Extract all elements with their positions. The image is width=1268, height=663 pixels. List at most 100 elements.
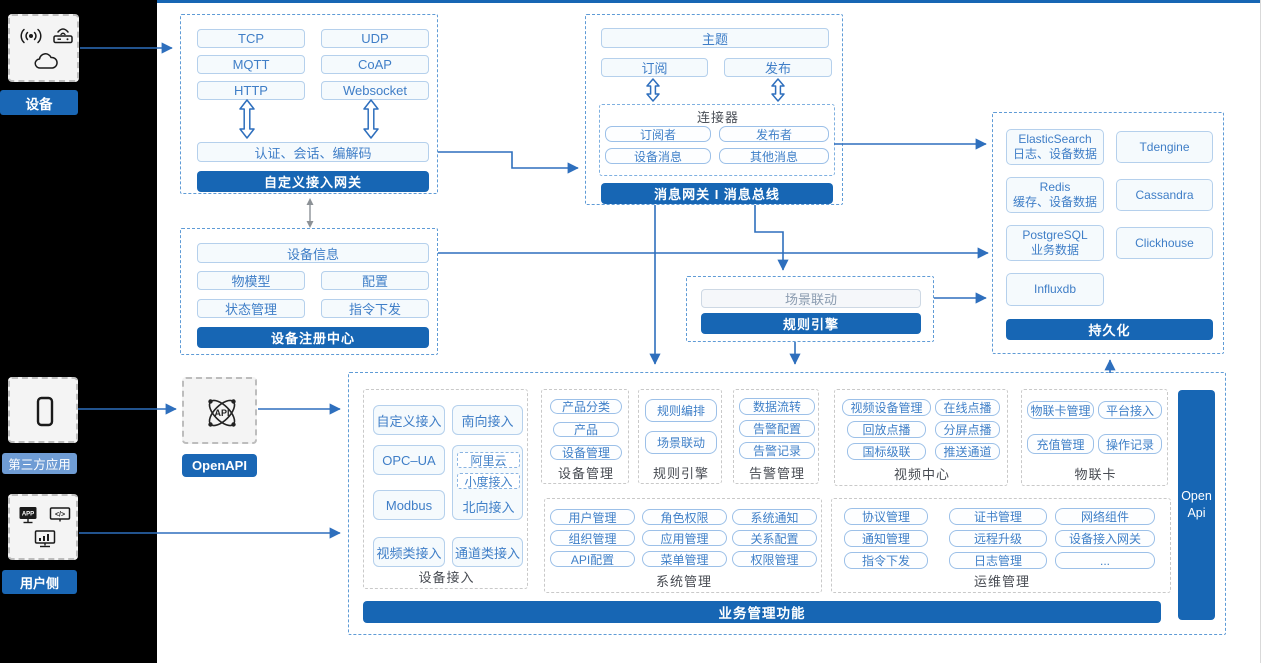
scene-linkage-pill: 场景联动 [701,289,921,308]
right-border-line [1260,0,1261,663]
device-mgmt-section: 产品分类 产品 设备管理 设备管理 [541,389,629,484]
opcua-pill: OPC–UA [373,445,445,475]
aliyun-pill: 阿里云 [457,452,520,468]
device-access-label: 设备接入 [418,569,475,585]
operation-record-pill: 操作记录 [1098,434,1162,454]
scene-linkage2-pill: 场景联动 [645,431,717,454]
app-window-icon: APP [19,507,37,524]
iot-card-mgmt-pill: 物联卡管理 [1027,401,1094,419]
subscribe-pill: 订阅 [601,58,708,77]
device-mgmt-label: 设备管理 [557,465,614,481]
message-bus-box: 主题 订阅 发布 连接器 订阅者 发布者 设备消息 其他消息 消息网关 I 消息… [585,14,843,205]
svg-text:API: API [214,408,229,418]
rule-engine-banner: 规则引擎 [701,313,921,334]
push-channel-pill: 推送通道 [935,443,1000,460]
phone-icon [36,396,54,427]
remote-upgrade-pill: 远程升级 [949,530,1047,547]
product-pill: 产品 [553,422,619,437]
svg-text:APP: APP [22,512,34,518]
video-access-pill: 视频类接入 [373,537,445,567]
third-party-icon-box [8,377,78,443]
network-comp-pill: 网络组件 [1055,508,1155,525]
connector-title: 连接器 [696,109,739,125]
rule-orchestration-pill: 规则编排 [645,399,717,422]
topic-pill: 主题 [601,28,829,48]
persistence-banner: 持久化 [1006,319,1213,340]
protocol-mqtt: MQTT [197,55,305,74]
rule-engine-box: 场景联动 规则引擎 [686,276,934,342]
device-badge: 设备 [0,90,78,115]
protocol-udp: UDP [321,29,429,48]
protocol-http: HTTP [197,81,305,100]
role-perm-pill: 角色权限 [642,509,727,525]
playback-pill: 回放点播 [847,421,926,438]
store-elasticsearch: ElasticSearch 日志、设备数据 [1006,129,1104,165]
publisher-pill: 发布者 [719,126,829,142]
config-pill: 配置 [321,271,429,290]
persistence-box: ElasticSearch 日志、设备数据 Tdengine Redis 缓存、… [992,112,1224,354]
store-name: Redis [1039,180,1071,194]
store-cassandra: Cassandra [1116,179,1213,211]
status-mgmt-pill: 状态管理 [197,299,305,318]
custom-access-pill: 自定义接入 [373,405,445,435]
alarm-record-pill: 告警记录 [739,442,815,459]
third-party-badge: 第三方应用 [2,453,77,474]
southbound-pill: 南向接入 [452,405,523,435]
store-influxdb: Influxdb [1006,273,1104,306]
device-access-section: 自定义接入 南向接入 OPC–UA 阿里云 小度接入 北向接入 Modbus 视… [363,389,528,589]
session-pill: 认证、会话、编解码 [197,142,429,162]
iot-card-section: 物联卡管理 平台接入 充值管理 操作记录 物联卡 [1021,389,1168,486]
store-desc: 业务数据 [1030,243,1079,257]
perm-mgmt-pill: 权限管理 [732,551,817,567]
protocol-coap: CoAP [321,55,429,74]
system-section-label: 系统管理 [655,573,712,589]
store-postgresql: PostgreSQL 业务数据 [1006,225,1104,261]
openapi-badge: OpenAPI [182,454,257,477]
store-name: Cassandra [1135,187,1194,202]
api-config-pill: API配置 [550,551,635,567]
open-api-line1: Open [1181,489,1212,503]
gb-cascade-pill: 国标级联 [847,443,926,460]
log-mgmt-pill: 日志管理 [949,552,1047,569]
code-screen-icon: </> [49,507,71,522]
store-name: Influxdb [1033,282,1077,296]
user-side-icon-box: APP </> [8,494,78,560]
org-mgmt-pill: 组织管理 [550,530,635,546]
recharge-mgmt-pill: 充值管理 [1027,434,1094,454]
device-message-pill: 设备消息 [605,148,711,164]
ops-section: 协议管理 证书管理 网络组件 通知管理 远程升级 设备接入网关 指令下发 日志管… [831,498,1171,593]
store-name: PostgreSQL [1022,228,1088,242]
device-icon-box [8,14,79,82]
online-play-pill: 在线点播 [935,399,1000,416]
system-notice-pill: 系统通知 [732,509,817,525]
product-category-pill: 产品分类 [550,399,622,414]
command-pill: 指令下发 [321,299,429,318]
protocol-websocket: Websocket [321,81,429,100]
user-side-badge: 用户侧 [2,570,77,594]
cloud-icon [34,53,58,69]
command-issue-pill: 指令下发 [844,552,928,569]
device-info-pill: 设备信息 [197,243,429,263]
relation-config-pill: 关系配置 [732,530,817,546]
rule-section-label: 规则引擎 [652,465,709,481]
svg-text:</>: </> [55,512,65,519]
ops-more-pill: ... [1055,552,1155,569]
custom-gateway-banner: 自定义接入网关 [197,171,429,192]
openapi-icon-box: API [182,377,257,444]
device-gateway-pill: 设备接入网关 [1055,530,1155,547]
store-redis: Redis 缓存、设备数据 [1006,177,1104,213]
open-api-line2: Api [1187,506,1206,520]
iot-card-section-label: 物联卡 [1074,466,1117,482]
custom-gateway-box: TCP UDP MQTT CoAP HTTP Websocket 认证、会话、编… [180,14,438,194]
store-name: Clickhouse [1135,235,1194,250]
xiaodu-pill: 小度接入 [457,473,520,489]
connector-box: 连接器 订阅者 发布者 设备消息 其他消息 [599,104,835,176]
top-accent-line [157,0,1261,3]
user-mgmt-pill: 用户管理 [550,509,635,525]
device-mgmt-pill: 设备管理 [550,445,622,460]
video-section-label: 视频中心 [893,466,950,482]
store-name: ElasticSearch [1018,132,1092,146]
cert-mgmt-pill: 证书管理 [949,508,1047,525]
other-message-pill: 其他消息 [719,148,829,164]
